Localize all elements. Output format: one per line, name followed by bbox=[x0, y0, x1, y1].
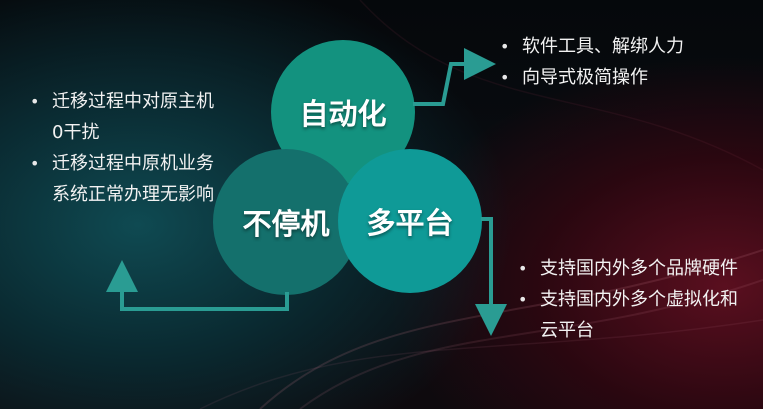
multi-platform-label: 多平台 bbox=[366, 206, 454, 240]
bottom-right-bullet-list: 支持国内外多个品牌硬件 支持国内外多个虚拟化和云平台 bbox=[514, 253, 754, 346]
bottom-right-bullet-item: 支持国内外多个品牌硬件 bbox=[514, 253, 754, 284]
top-right-bullet-item: 向导式极简操作 bbox=[496, 62, 756, 93]
no-downtime-label: 不停机 bbox=[242, 207, 330, 241]
no-downtime-circle: 不停机 bbox=[213, 149, 359, 295]
multi-platform-circle: 多平台 bbox=[338, 149, 482, 293]
no-downtime-arrow bbox=[106, 260, 289, 311]
top-right-bullet-list: 软件工具、解绑人力 向导式极简操作 bbox=[496, 31, 756, 93]
left-bullet-list: 迁移过程中对原主机0干扰 迁移过程中原机业务系统正常办理无影响 bbox=[26, 86, 216, 210]
automation-arrow bbox=[413, 48, 496, 106]
top-right-bullet-item: 软件工具、解绑人力 bbox=[496, 31, 756, 62]
multi-platform-arrow bbox=[475, 217, 507, 336]
automation-label: 自动化 bbox=[299, 97, 387, 131]
left-bullet-item: 迁移过程中对原主机0干扰 bbox=[26, 86, 216, 148]
bottom-right-bullet-item: 支持国内外多个虚拟化和云平台 bbox=[514, 284, 754, 346]
left-bullet-item: 迁移过程中原机业务系统正常办理无影响 bbox=[26, 148, 216, 210]
